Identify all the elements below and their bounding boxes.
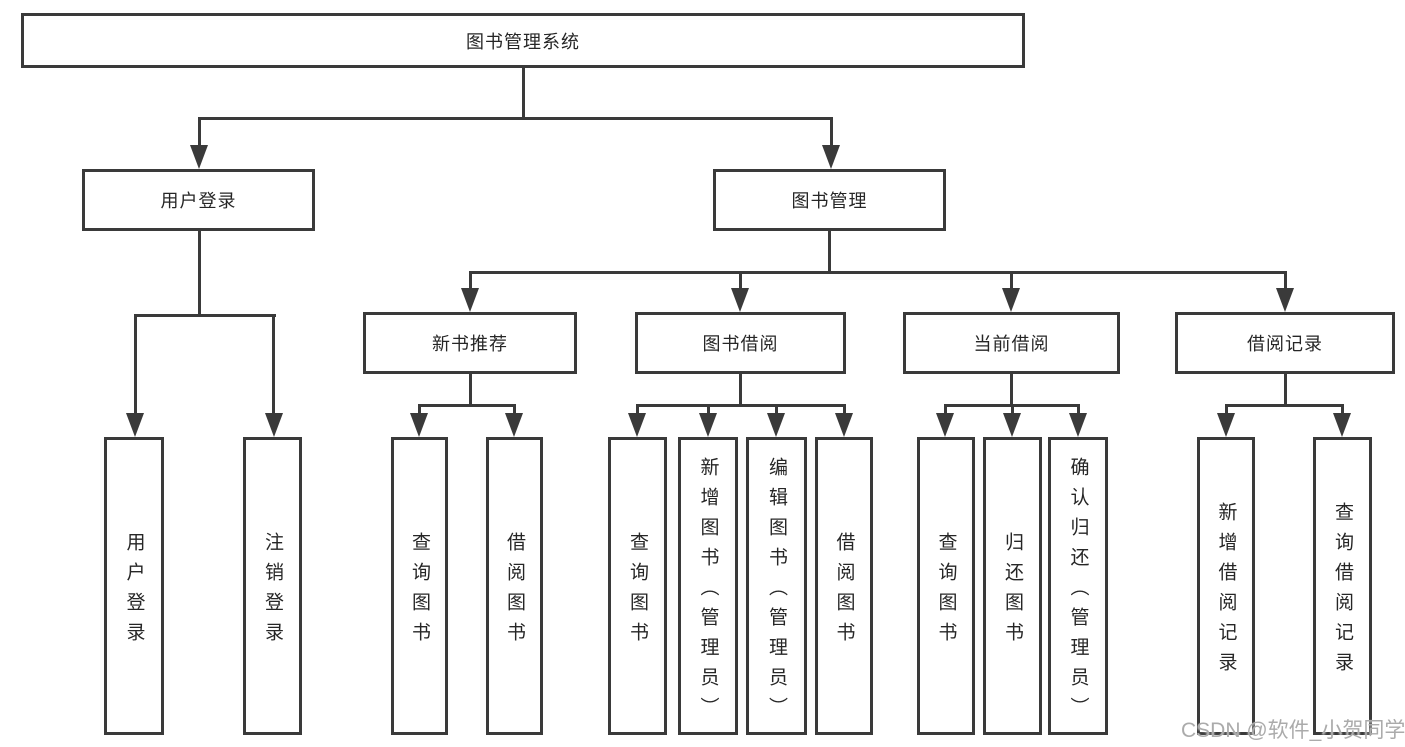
leaf-label: 查询图书 (627, 531, 648, 652)
arrow-head (628, 413, 646, 437)
connector-v (774, 403, 778, 416)
node-label: 图书管理系统 (466, 31, 580, 52)
connector-v (1010, 403, 1014, 416)
connector-h (1224, 403, 1344, 407)
arrow-head (1003, 413, 1021, 437)
connector-v (1076, 403, 1080, 416)
leaf-label: 归还图书 (1002, 531, 1023, 652)
arrow-head (767, 413, 785, 437)
arrow-head (822, 145, 840, 169)
leaf-user-login: 用户登录 (104, 437, 164, 735)
arrow-head (1069, 413, 1087, 437)
arrow-head (264, 413, 283, 437)
leaf-records-add-borrow-record: 新增借阅记录 (1197, 437, 1255, 735)
arrow-head (1333, 413, 1351, 437)
node-label: 当前借阅 (973, 334, 1050, 354)
node-book-management: 图书管理 (713, 169, 946, 231)
leaf-label: 注销登录 (262, 531, 283, 652)
leaf-borrowing-query-books: 查询图书 (608, 437, 667, 735)
arrow-head (1002, 288, 1020, 312)
node-user-login: 用户登录 (82, 169, 315, 231)
leaf-label: 编辑图书（管理员） (766, 456, 787, 727)
connector-v (1283, 372, 1287, 406)
connector-v (1224, 403, 1228, 416)
leaf-label: 新增图书（管理员） (697, 456, 719, 727)
connector-v (197, 117, 201, 147)
connector-v (1340, 403, 1344, 416)
node-current-borrowing: 当前借阅 (903, 312, 1120, 374)
connector-h (635, 403, 846, 407)
leaf-label: 查询借阅记录 (1332, 501, 1353, 682)
leaf-label: 确认归还（管理员） (1067, 456, 1089, 727)
node-new-book-recommendation: 新书推荐 (363, 312, 577, 374)
watermark-text: CSDN @软件_小贺同学 (1181, 719, 1405, 742)
arrow-head (1276, 288, 1294, 312)
node-book-borrowing: 图书借阅 (635, 312, 846, 374)
leaf-borrowing-add-books-admin: 新增图书（管理员） (678, 437, 738, 735)
node-label: 图书借阅 (702, 334, 779, 354)
arrow-head (410, 413, 428, 437)
node-label: 图书管理 (791, 191, 868, 211)
node-borrowing-records: 借阅记录 (1175, 312, 1395, 374)
node-label: 借阅记录 (1247, 334, 1323, 354)
connector-h (133, 313, 276, 317)
leaf-label: 查询图书 (935, 531, 957, 652)
arrow-head (190, 145, 208, 169)
connector-v (829, 117, 833, 147)
leaf-borrowing-edit-books-admin: 编辑图书（管理员） (746, 437, 807, 735)
connector-v (1009, 372, 1013, 406)
connector-v (1009, 271, 1013, 291)
node-library-system: 图书管理系统 (21, 13, 1025, 68)
connector-v (1283, 271, 1287, 291)
connector-v (521, 66, 525, 120)
leaf-label: 查询图书 (409, 531, 430, 652)
leaf-current-query-books: 查询图书 (917, 437, 975, 735)
leaf-logout-login: 注销登录 (243, 437, 302, 735)
connector-v (943, 403, 947, 416)
connector-v (706, 403, 710, 416)
connector-v (512, 403, 516, 416)
connector-v (635, 403, 639, 416)
leaf-label: 用户登录 (123, 531, 145, 652)
connector-v (738, 271, 742, 291)
arrow-head (936, 413, 954, 437)
connector-v (827, 229, 831, 274)
arrow-head (461, 288, 479, 312)
node-label: 用户登录 (160, 191, 237, 211)
connector-h (468, 271, 1287, 274)
arrow-head (505, 413, 523, 437)
connector-v (417, 403, 421, 416)
connector-v (468, 271, 472, 291)
connector-h (197, 117, 833, 120)
connector-v (738, 372, 742, 406)
node-label: 新书推荐 (432, 334, 508, 354)
leaf-label: 借阅图书 (833, 531, 855, 652)
connector-v (468, 372, 472, 406)
arrow-head (835, 413, 853, 437)
connector-h (417, 403, 516, 407)
leaf-label: 借阅图书 (504, 531, 525, 652)
leaf-label: 新增借阅记录 (1215, 501, 1237, 682)
connector-v (197, 229, 201, 316)
leaf-records-query-borrow-record: 查询借阅记录 (1313, 437, 1372, 735)
arrow-head (731, 288, 749, 312)
arrow-head (126, 413, 144, 437)
connector-v (133, 313, 137, 416)
arrow-head (699, 413, 717, 437)
leaf-current-return-books: 归还图书 (983, 437, 1042, 735)
leaf-newbook-borrow-books: 借阅图书 (486, 437, 543, 735)
leaf-borrowing-borrow-books: 借阅图书 (815, 437, 873, 735)
leaf-newbook-query-books: 查询图书 (391, 437, 448, 735)
connector-v (272, 313, 275, 416)
arrow-head (1217, 413, 1235, 437)
connector-v (842, 403, 846, 416)
leaf-current-confirm-return-admin: 确认归还（管理员） (1048, 437, 1108, 735)
